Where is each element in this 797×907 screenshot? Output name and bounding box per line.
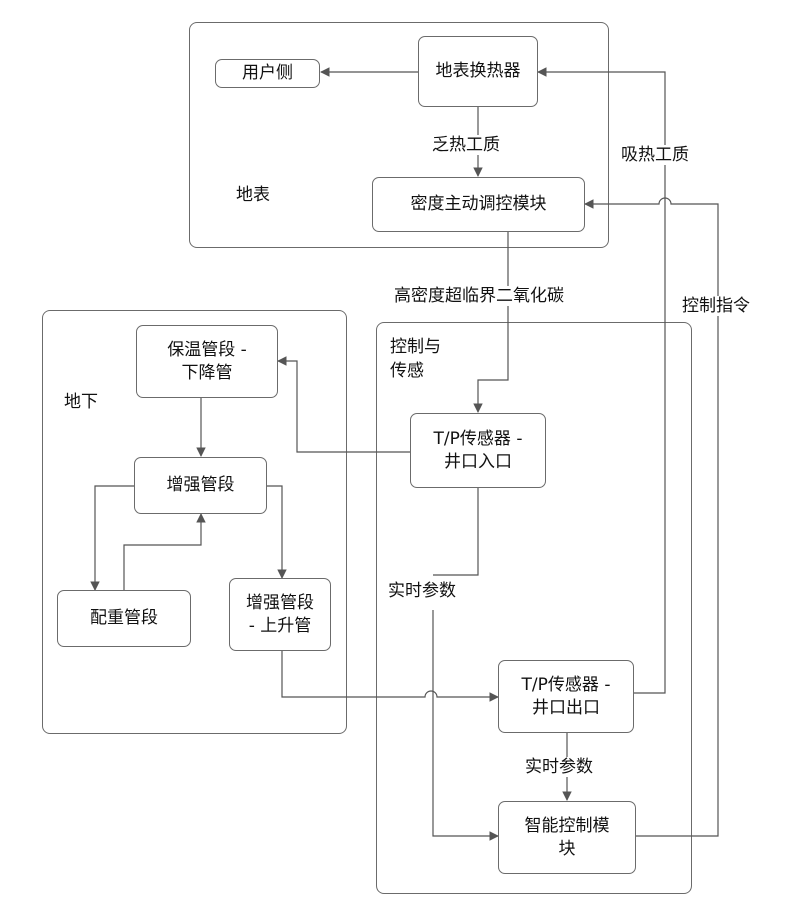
edge-inlet-realtime	[433, 488, 478, 575]
edge-control-command	[585, 198, 718, 836]
node-enhanced-riser: 增强管段 - 上升管	[229, 578, 331, 651]
node-tp-sensor-outlet: T/P传感器 - 井口出口	[498, 660, 634, 733]
node-smart-control: 智能控制模 块	[498, 801, 636, 874]
region-label-surface: 地表	[236, 185, 270, 205]
node-density-module: 密度主动调控模块	[372, 177, 585, 232]
node-surface-heat-exchanger-label: 地表换热器	[436, 60, 521, 83]
node-smart-control-line1: 智能控制模	[525, 815, 610, 838]
node-surface-heat-exchanger: 地表换热器	[418, 36, 538, 107]
node-insulated-downcomer: 保温管段 - 下降管	[136, 325, 278, 398]
node-tp-sensor-outlet-line2: 井口出口	[522, 697, 611, 720]
node-tp-sensor-inlet-line1: T/P传感器 -	[434, 428, 523, 451]
edge-label-realtime-params-1: 实时参数	[388, 581, 456, 601]
node-user-side: 用户侧	[215, 59, 320, 88]
node-density-module-label: 密度主动调控模块	[411, 193, 547, 216]
edge-label-high-density-co2: 高密度超临界二氧化碳	[394, 286, 564, 306]
node-tp-sensor-inlet: T/P传感器 - 井口入口	[410, 413, 546, 488]
edge-label-realtime-params-2: 实时参数	[525, 757, 593, 777]
region-label-control-line2: 传感	[390, 360, 441, 384]
edge-realtime-to-control	[433, 610, 498, 836]
edge-label-control-command: 控制指令	[682, 296, 750, 316]
edge-high-density-co2	[478, 232, 508, 412]
region-label-control: 控制与 传感	[390, 336, 441, 384]
node-enhanced-segment-label: 增强管段	[167, 474, 235, 497]
region-label-underground: 地下	[64, 392, 98, 412]
node-tp-sensor-outlet-line1: T/P传感器 -	[522, 674, 611, 697]
edge-label-absorbed-fluid: 吸热工质	[621, 145, 689, 165]
node-user-side-label: 用户侧	[242, 62, 293, 85]
edge-enhanced-to-weighted	[95, 486, 134, 590]
region-label-control-line1: 控制与	[390, 336, 441, 360]
node-enhanced-segment: 增强管段	[134, 457, 267, 514]
node-weighted-segment: 配重管段	[57, 590, 191, 647]
edge-riser-to-outlet	[282, 651, 498, 697]
node-weighted-segment-label: 配重管段	[90, 607, 158, 630]
node-insulated-downcomer-line1: 保温管段 -	[167, 339, 247, 362]
edge-weighted-to-enhanced	[124, 514, 201, 590]
edge-enhanced-to-riser	[267, 486, 282, 578]
node-tp-sensor-inlet-line2: 井口入口	[434, 451, 523, 474]
node-insulated-downcomer-line2: 下降管	[167, 362, 247, 385]
edge-label-depleted-fluid: 乏热工质	[432, 135, 500, 155]
node-smart-control-line2: 块	[525, 838, 610, 861]
node-enhanced-riser-line2: - 上升管	[246, 615, 314, 638]
node-enhanced-riser-line1: 增强管段	[246, 592, 314, 615]
